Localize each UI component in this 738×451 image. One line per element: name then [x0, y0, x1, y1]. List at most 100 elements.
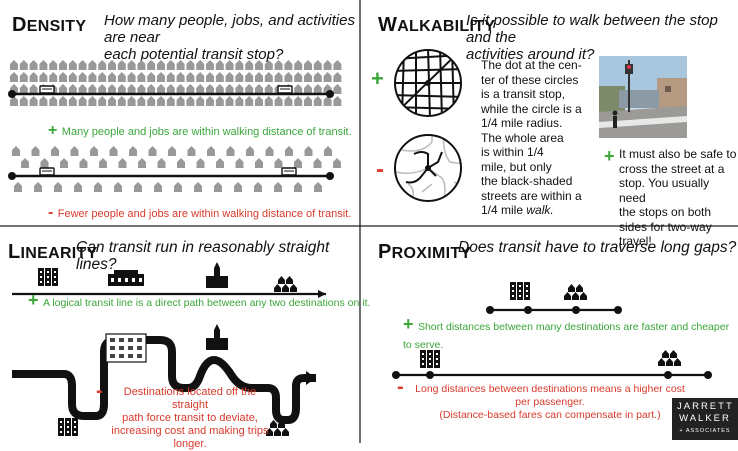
house-icon	[294, 60, 303, 70]
house-icon	[59, 60, 67, 70]
house-icon	[147, 96, 156, 106]
house-icon	[79, 158, 88, 168]
house-icon	[323, 96, 332, 106]
house-icon	[14, 182, 22, 192]
transit-stop-dot	[664, 371, 672, 379]
house-icon	[255, 158, 263, 168]
transit-stop-dot	[392, 371, 400, 379]
house-icon	[284, 72, 293, 82]
house-icon	[98, 84, 107, 94]
house-icon	[88, 96, 97, 106]
house-icon	[49, 96, 58, 106]
house-icon	[157, 60, 165, 70]
walk-plus-sign: +	[371, 66, 384, 91]
house-icon	[226, 146, 235, 156]
proximity-negative-label: Long distances between destinations mean…	[415, 383, 685, 421]
house-icon	[157, 84, 165, 94]
house-icon	[324, 146, 332, 156]
house-icon	[177, 158, 185, 168]
walkability-question: Is it possible to walk between the stop …	[466, 12, 718, 63]
house-icon	[78, 72, 87, 82]
house-icon	[216, 158, 224, 168]
civic-building-icon	[206, 324, 228, 350]
civic-building-icon	[206, 262, 228, 288]
house-icon	[12, 146, 20, 156]
house-icon	[10, 96, 18, 106]
house-icon	[94, 182, 102, 192]
housing-icon	[274, 276, 297, 292]
house-icon	[333, 158, 341, 168]
house-icon	[294, 182, 302, 192]
house-icon	[313, 158, 322, 168]
house-icon	[304, 146, 313, 156]
house-icon	[147, 84, 156, 94]
transit-stop-dot	[326, 90, 334, 98]
house-icon	[34, 182, 42, 192]
house-icon	[186, 60, 195, 70]
linearity-heading: LINEARITY	[8, 241, 98, 263]
house-icon	[264, 84, 273, 94]
house-icon	[255, 72, 263, 82]
house-icon	[186, 84, 195, 94]
house-icon	[68, 96, 77, 106]
house-icon	[245, 84, 254, 94]
house-icon	[78, 96, 87, 106]
house-icon	[49, 72, 58, 82]
house-icon	[176, 96, 185, 106]
house-icon	[225, 72, 234, 82]
house-icon	[117, 84, 126, 94]
house-icon	[98, 60, 107, 70]
housing-icon	[266, 420, 289, 436]
house-icon	[157, 72, 165, 82]
transit-stop-dot	[326, 172, 334, 180]
house-icon	[206, 84, 214, 94]
house-icon	[10, 60, 18, 70]
unwalkable-street-circle	[394, 134, 462, 202]
house-icon	[134, 182, 142, 192]
house-icon	[108, 84, 116, 94]
house-icon	[225, 60, 234, 70]
house-icon	[274, 158, 283, 168]
house-icon	[294, 84, 303, 94]
house-icon	[127, 84, 136, 94]
house-icon	[255, 96, 263, 106]
house-icon	[245, 60, 254, 70]
house-icon	[157, 158, 166, 168]
house-icon	[215, 72, 224, 82]
house-icon	[147, 72, 156, 82]
house-icon	[68, 84, 77, 94]
house-icon	[127, 72, 136, 82]
house-icon	[68, 60, 77, 70]
house-icon	[29, 84, 38, 94]
house-icon	[10, 72, 18, 82]
house-icon	[215, 96, 224, 106]
walk-safety-plus-sign: +	[604, 146, 615, 166]
house-icon	[274, 60, 283, 70]
transit-stop-dot	[486, 306, 494, 314]
house-icon	[117, 96, 126, 106]
house-icon	[196, 60, 205, 70]
proximity-diagram	[392, 282, 712, 379]
house-icon	[19, 84, 28, 94]
walkability-safety-text: It must also be safe to cross the street…	[619, 147, 737, 248]
offset-building-icon	[105, 333, 147, 363]
house-icon	[59, 84, 67, 94]
house-icon	[90, 146, 98, 156]
office-tower-icon	[420, 350, 440, 368]
transit-stop-dot	[8, 172, 16, 180]
house-icon	[304, 72, 312, 82]
house-icon	[148, 146, 157, 156]
house-icon	[157, 96, 165, 106]
house-icon	[29, 96, 38, 106]
house-icon	[186, 96, 195, 106]
house-icon	[108, 96, 116, 106]
house-icon	[265, 146, 274, 156]
house-icon	[137, 96, 146, 106]
walkability-explanation: The dot at the cen- ter of these circles…	[481, 58, 582, 217]
house-icon	[19, 96, 28, 106]
house-icon	[294, 96, 303, 106]
office-tower-icon	[58, 418, 78, 436]
house-icon	[138, 158, 146, 168]
house-icon	[137, 84, 146, 94]
